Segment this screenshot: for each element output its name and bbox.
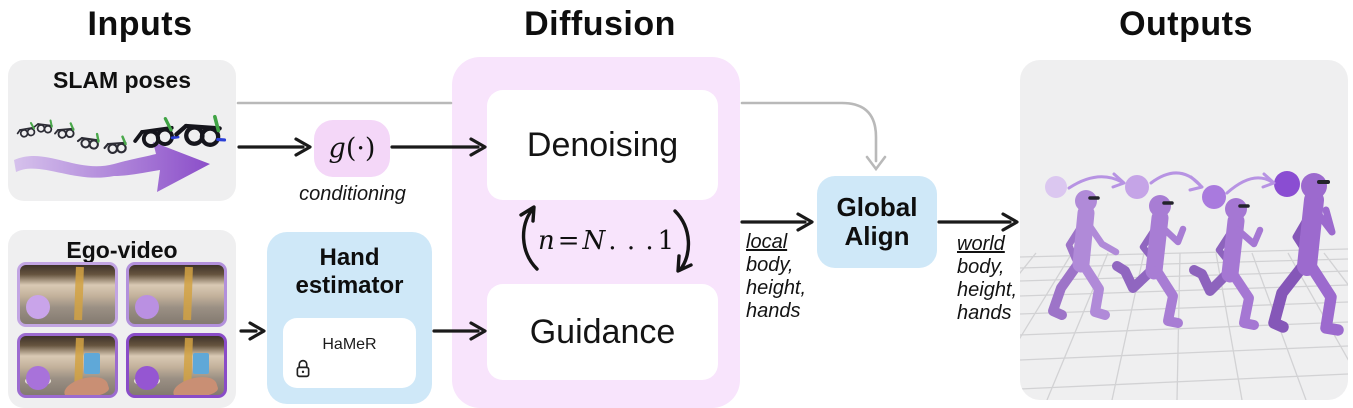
label-line: body, — [746, 254, 794, 276]
world-output-label: world body, height, hands — [957, 233, 1017, 325]
trajectory-swoosh-arrow — [14, 142, 210, 192]
label-line: height, — [746, 277, 807, 299]
thumbnail-detail — [83, 352, 100, 374]
outputs-render-panel — [1020, 60, 1348, 400]
frame-marker-circle — [135, 366, 159, 390]
head-marker-3 — [1202, 185, 1226, 209]
loop-end: 1 — [657, 226, 675, 256]
human-mesh-1 — [1048, 190, 1120, 320]
human-motion-render — [1020, 171, 1348, 400]
loop-eq: = — [557, 226, 580, 256]
hamer-model-label: HaMeR — [322, 336, 377, 353]
ego-video-panel: Ego-video — [8, 230, 236, 408]
thumbnail-detail — [61, 372, 110, 395]
diffusion-title: Diffusion — [524, 5, 676, 43]
frame-marker-circle — [26, 366, 50, 390]
arrow-ego-to-hand-estimator — [239, 321, 266, 341]
ego-frame-3 — [17, 333, 118, 398]
conditioning-caption: conditioning — [299, 183, 406, 205]
head-marker-4 — [1274, 171, 1300, 197]
head-markers — [1045, 171, 1300, 209]
ego-frame-1 — [17, 262, 118, 327]
denoising-label: Denoising — [526, 125, 679, 164]
outputs-title: Outputs — [1119, 5, 1253, 43]
label-line: hands — [746, 300, 801, 322]
human-mesh-2 — [1112, 195, 1187, 328]
frame-marker-circle — [26, 295, 50, 319]
lock-icon — [296, 359, 310, 378]
label-line: body, — [957, 256, 1005, 278]
loop-bound: N — [582, 226, 606, 256]
loop-dots: . . . — [608, 226, 655, 256]
thumbnail-detail — [170, 372, 219, 395]
label-line: local — [746, 231, 788, 253]
label-line: world — [957, 233, 1005, 255]
frame-marker-circle — [135, 295, 159, 319]
guidance-label: Guidance — [529, 312, 676, 351]
motion-arrows — [1067, 171, 1276, 195]
human-mesh-3 — [1189, 198, 1264, 330]
hamer-model-box: HaMeR — [283, 318, 416, 388]
head-marker-2 — [1125, 175, 1149, 199]
ego-video-label: Ego-video — [66, 237, 178, 263]
conditioning-function-symbol: g — [328, 133, 346, 164]
denoising-box: Denoising — [487, 90, 718, 200]
arrow-slam-to-conditioning — [237, 137, 312, 157]
conditioning-function-args: (·) — [345, 133, 376, 164]
glasses-pose-icons-large — [133, 114, 227, 148]
head-marker-1 — [1045, 176, 1067, 198]
conditioning-function-box: g(·) — [314, 120, 390, 177]
label-line: height, — [957, 279, 1018, 301]
guidance-box: Guidance — [487, 284, 718, 380]
ego-frame-2 — [126, 262, 227, 327]
arrow-diffusion-to-global-align — [740, 212, 814, 232]
ego-frame-4 — [126, 333, 227, 398]
denoising-loop-counter: n=N. . .1 — [538, 225, 675, 256]
glasses-trajectory-illustration — [14, 114, 227, 192]
hand-estimator-label: Hand estimator — [295, 244, 404, 299]
glasses-pose-icons — [16, 119, 127, 154]
global-align-label: Global Align — [836, 191, 918, 251]
thumbnail-detail — [192, 352, 209, 374]
label-line: hands — [957, 302, 1012, 324]
slam-poses-label: SLAM poses — [52, 67, 192, 93]
loop-var: n — [538, 226, 555, 256]
global-align-box: Global Align — [817, 176, 937, 268]
human-mesh-4 — [1268, 173, 1344, 336]
slam-poses-panel: SLAM poses — [8, 60, 236, 201]
inputs-title: Inputs — [87, 5, 193, 43]
arrow-global-align-to-outputs — [937, 212, 1019, 232]
hand-estimator-panel: Hand estimator HaMeR — [267, 232, 432, 404]
local-output-label: local body, height, hands — [746, 231, 806, 323]
